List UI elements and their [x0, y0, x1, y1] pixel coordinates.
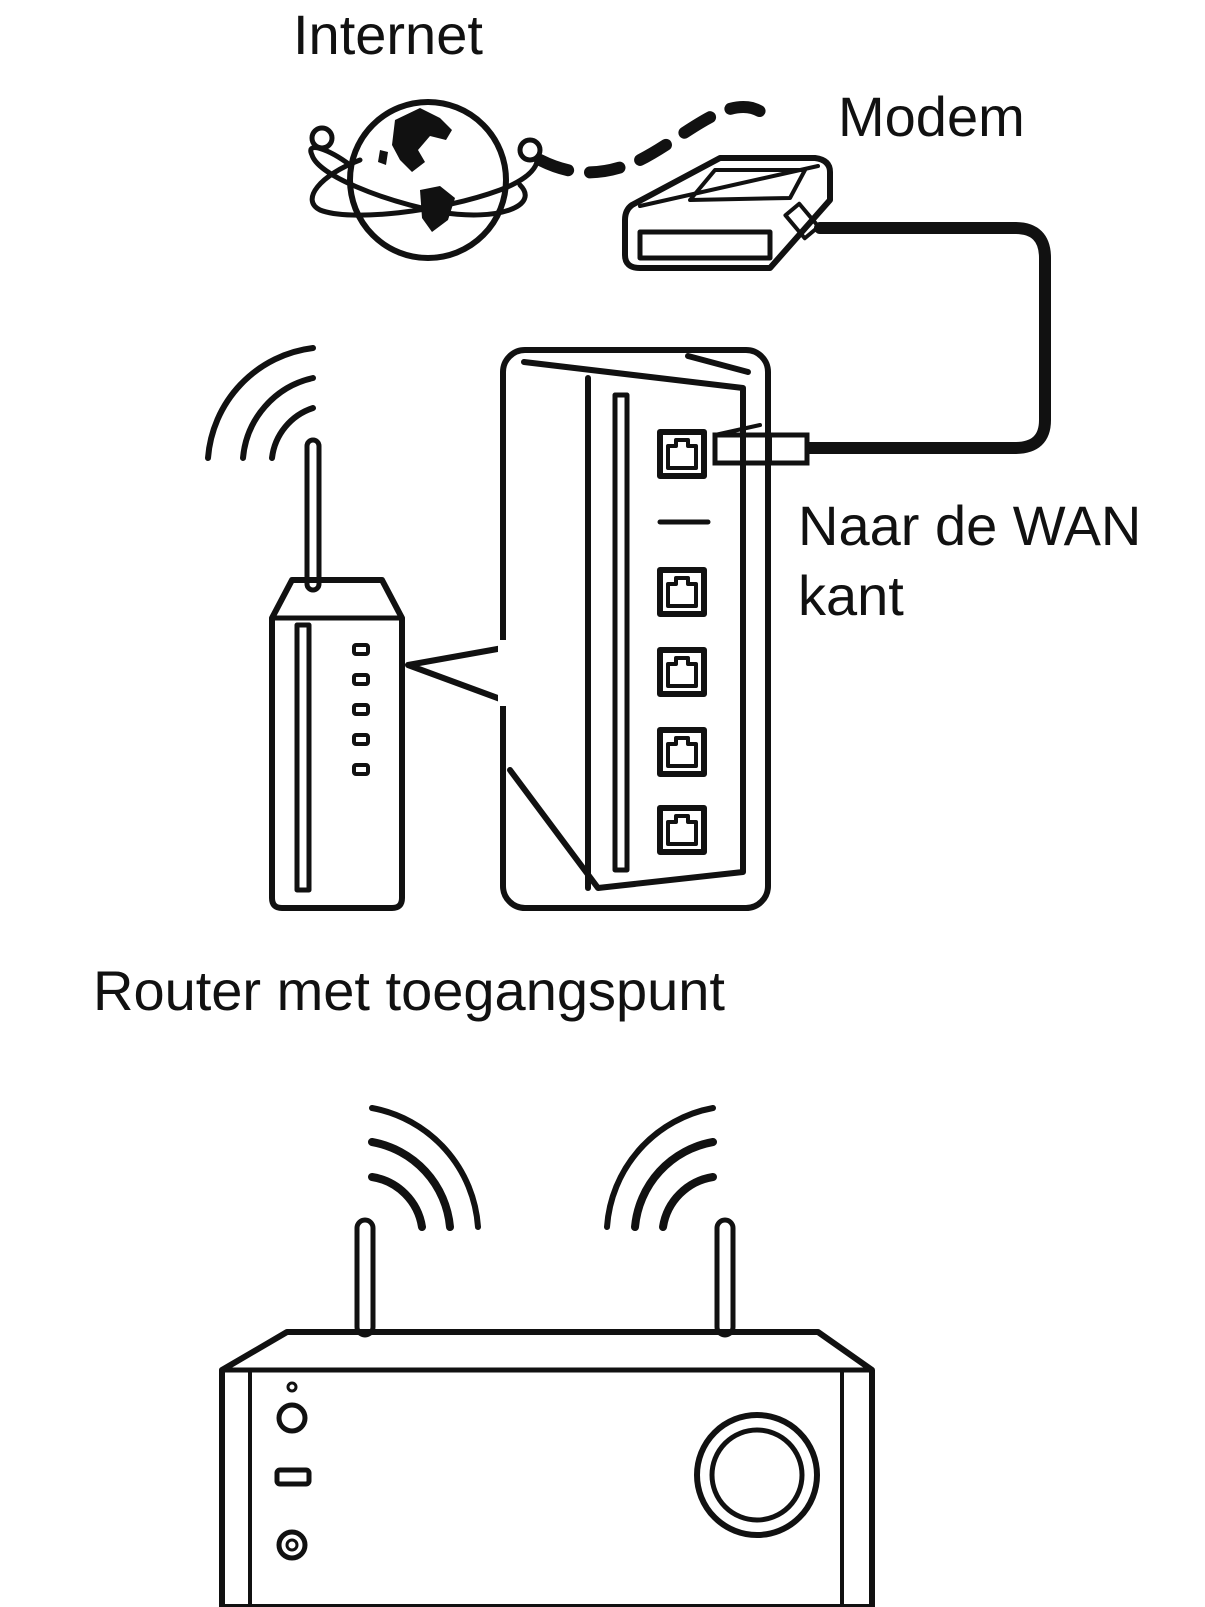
- wireless-internet-link: [534, 100, 776, 179]
- wifi-waves-icon: [205, 345, 316, 461]
- lan-port-icon: [657, 727, 707, 777]
- globe-icon: [308, 99, 543, 261]
- lan-port-icon: [657, 429, 707, 479]
- internet-label: Internet: [293, 3, 483, 66]
- wifi-waves-icon: [368, 1105, 481, 1231]
- receiver-icon: [219, 1217, 875, 1607]
- modem-label: Modem: [838, 85, 1025, 148]
- zoom-callout-pointer: [405, 645, 506, 703]
- lan-port-icon: [657, 805, 707, 855]
- lan-port-icon: [657, 567, 707, 617]
- router-back-panel: [498, 347, 771, 911]
- wan-cable: [802, 222, 1051, 454]
- router-label: Router met toegangspunt: [93, 959, 725, 1022]
- router-icon: [269, 437, 405, 911]
- modem-icon: [622, 155, 833, 271]
- wifi-waves-icon: [604, 1105, 717, 1231]
- wan-label-line2: kant: [798, 564, 904, 627]
- lan-port-icon: [657, 647, 707, 697]
- wan-label-line1: Naar de WAN: [798, 494, 1141, 557]
- ethernet-plug-icon: [712, 423, 810, 466]
